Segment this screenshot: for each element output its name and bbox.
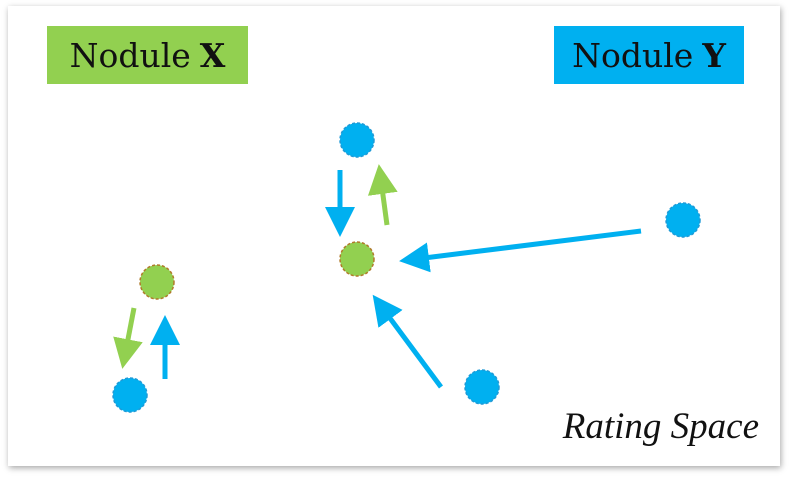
nodule-x-node-left [139,264,175,300]
nodule-y-label: Nodule Y [554,26,744,84]
nodule-y-letter: Y [702,35,726,75]
nodule-y-node-top [339,122,375,158]
rating-space-diagram [112,122,701,413]
rating-space-label: Rating Space [562,406,759,447]
nodule-y-node-right [665,202,701,238]
nodule-x-node-center [339,241,375,277]
nodule-x-word: Nodule [69,35,191,75]
green-arrow-top [367,164,398,226]
green-arrow-left [113,307,143,369]
nodule-x-label: Nodule X [47,26,248,84]
nodule-y-node-left [112,377,148,413]
blue-arrow-bottom [372,294,444,389]
nodule-y-word: Nodule [572,35,694,75]
nodule-y-node-bottom [464,369,500,405]
blue-arrow-right [399,228,642,273]
nodule-x-letter: X [199,35,226,75]
diagram-frame: Nodule X Nodule Y Rating Space [8,6,780,466]
